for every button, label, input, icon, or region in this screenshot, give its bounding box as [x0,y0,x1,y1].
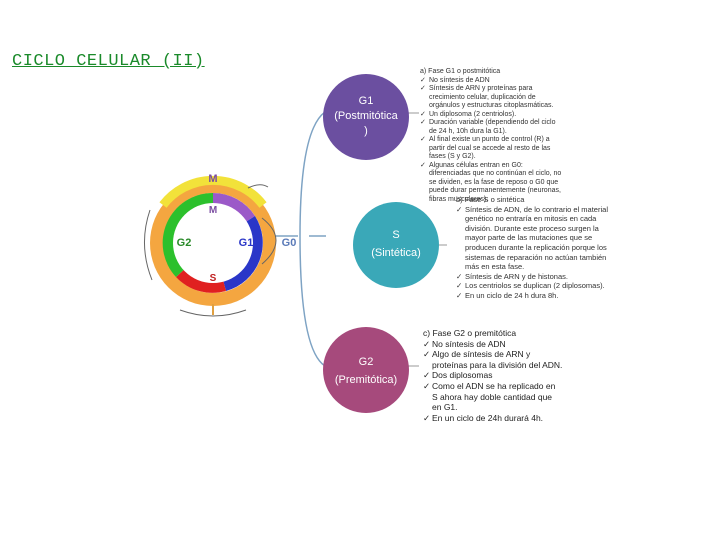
node-g1-line3: ) [364,125,368,137]
panel-g2-description: c) Fase G2 o premitótica No síntesis de … [423,328,563,423]
panel-g2-heading: c) Fase G2 o premitótica [423,328,517,338]
wheel-m-band [159,175,267,208]
node-s-line2: (Sintética) [371,247,421,259]
wheel-center [173,203,253,283]
panel-s-item: Síntesis de ARN y de histonas. [456,272,608,282]
panel-g2-item: Algo de síntesis de ARN y proteínas para… [423,349,563,370]
label-g0: G0 [282,237,297,249]
node-s-circle [353,202,439,288]
label-g2: G2 [177,237,192,249]
node-g2-line1: G2 [358,356,374,368]
panel-g2-item: Como el ADN se ha replicado en S ahora h… [423,381,563,413]
node-g2-line2: (Premitótica) [334,374,398,386]
node-g2-circle [323,327,409,413]
page-title: CICLO CELULAR (II) [12,52,205,71]
label-g1: G1 [239,237,254,249]
panel-g2-item: Dos diplosomas [423,370,563,381]
panel-s-item: Síntesis de ADN, de lo contrario el mate… [456,205,608,272]
label-m-inner: M [209,205,217,216]
panel-s-item: Los centriolos se duplican (2 diplosomas… [456,281,608,291]
node-g1-line1: G1 [358,95,374,107]
arrow-icon [261,217,277,265]
panel-g1-item: Algunas células entran en G0: diferencia… [420,162,562,205]
node-g1-label: G1 (Postmitótica ) [321,94,411,139]
panel-g1-item: No síntesis de ADN [420,77,562,86]
arrow-icon [179,309,247,317]
panel-g2-item: En un ciclo de 24h durará 4h. [423,413,563,424]
panel-g1-item: Un diplosoma (2 centriolos). [420,111,562,120]
node-g2-label: G2 (Premitótica) [321,355,411,388]
label-m-outer: M [208,173,217,185]
panel-g2-item: No síntesis de ADN [423,339,563,350]
arrow-icon [143,209,153,281]
connector-line-g2 [299,235,326,367]
node-s-line1: S [392,229,400,241]
arrow-icon [247,184,269,189]
node-g1-circle [323,74,409,160]
label-s: S [210,273,217,284]
node-s-label: S (Sintética) [351,228,441,261]
connector-line-g1 [299,111,326,237]
panel-g1-item: Al final existe un punto de control (R) … [420,136,562,162]
panel-g1-item: Síntesis de ARN y proteínas para crecimi… [420,85,562,111]
panel-s-item: En un ciclo de 24 h dura 8h. [456,291,608,301]
panel-s-description: b) Fase S o sintética Síntesis de ADN, d… [456,195,608,301]
node-g1-line2: (Postmitótica [334,110,398,122]
panel-s-heading: b) Fase S o sintética [456,195,525,204]
panel-g1-item: Duración variable (dependiendo del ciclo… [420,119,562,136]
panel-g1-heading: a) Fase G1 o postmitótica [420,68,501,75]
panel-g1-description: a) Fase G1 o postmitótica No síntesis de… [420,68,562,204]
